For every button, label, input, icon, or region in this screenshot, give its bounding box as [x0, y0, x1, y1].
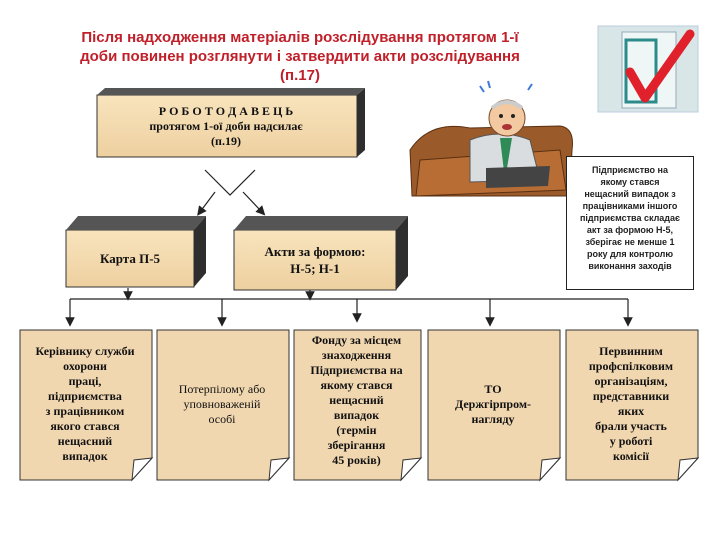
recipient-line: Підприємства на [310, 362, 403, 377]
doc-shape-1 [19, 329, 154, 482]
recipient-line: зберігання [327, 437, 386, 452]
title-line: (п.17) [280, 67, 320, 84]
note-line: Підприємство на [592, 165, 668, 175]
note-line: якому стався [600, 177, 660, 187]
recipient-line: (термін [336, 422, 377, 437]
recipient-line: яких [617, 404, 645, 418]
recipient-line: представники [592, 389, 670, 403]
karta-box: Карта П-5 [66, 230, 194, 287]
note-line: акт за формою Н-5, [586, 225, 674, 235]
bus-connectors [65, 288, 633, 327]
doc-shape-5 [565, 329, 700, 482]
recipient-line: 45 років) [332, 452, 381, 467]
karta-label: Карта П-5 [99, 250, 161, 266]
recipient-line: охорони [63, 359, 107, 373]
note-line: нещасний випадок з [584, 189, 676, 199]
recipient-line: організаціям, [594, 374, 668, 388]
note-line: зберігає не менше 1 [585, 237, 675, 247]
document-shapes [19, 329, 700, 482]
recipient-line: випадок [333, 407, 380, 422]
doc-shape-4 [427, 329, 562, 482]
recipient-line: уповноваженій [183, 396, 261, 411]
employer-label: (п.19) [211, 133, 241, 148]
note-line: підприємства складає [580, 213, 680, 223]
recipient-line: Первинним [599, 344, 663, 358]
doc-shape-3 [293, 329, 423, 482]
employer-label: Р О Б О Т О Д А В Е Ц Ь [158, 103, 294, 118]
checkmark-icon [597, 25, 699, 113]
employer-box-shape [96, 88, 365, 158]
recipient-line: комісії [612, 449, 649, 463]
tired-man-illustration [409, 80, 573, 197]
recipient-line: нещасний [57, 434, 113, 448]
recipient-line: у роботі [609, 434, 653, 448]
note-line: року для контролю [586, 249, 674, 259]
karta-box-shape [65, 216, 206, 288]
recipient-line: Фонду за місцем [311, 332, 402, 347]
akty-box-shape [233, 216, 408, 291]
akty-label: Н-5; Н-1 [290, 261, 340, 276]
title-line: доби повинен розглянути і затвердити акт… [80, 48, 520, 65]
employer-label: протягом 1-ої доби надсилає [149, 118, 303, 133]
split-arrows [197, 169, 266, 216]
recipient-line: з працівником [45, 404, 125, 418]
recipient-derzhgirpromnaglyad: ТО Держгірпром- нагляду [428, 330, 558, 478]
doc-shape-2 [156, 329, 291, 482]
title-line: Після надходження матеріалів розслідуван… [81, 29, 519, 46]
employer-box: Р О Б О Т О Д А В Е Ц Ь протягом 1-ої до… [97, 95, 355, 157]
recipient-line: праці, [68, 374, 102, 388]
note-line: працівниками іншого [582, 201, 678, 211]
recipient-line: нещасний [329, 392, 384, 407]
recipient-ohorona-pratsi: Керівнику служби охорони праці, підприєм… [20, 330, 150, 478]
recipient-line: ТО [484, 381, 502, 396]
recipient-line: профспілковим [588, 359, 674, 373]
recipient-line: Держгірпром- [454, 396, 532, 411]
recipient-poterpilyi: Потерпілому або уповноваженій особі [157, 330, 287, 478]
recipient-line: якому стався [320, 377, 393, 392]
recipient-line: брали участь [595, 419, 667, 433]
recipient-line: підприємства [48, 389, 122, 403]
recipient-line: Потерпілому або [178, 381, 266, 396]
note-box: Підприємство на якому стався нещасний ви… [566, 156, 694, 290]
recipient-line: нагляду [471, 411, 515, 426]
note-line: виконання заходів [588, 261, 672, 271]
recipient-line: якого стався [50, 419, 120, 433]
recipient-profspilky: Первинним профспілковим організаціям, пр… [566, 330, 696, 478]
recipient-line: Керівнику служби [35, 344, 135, 358]
page-title: Після надходження матеріалів розслідуван… [40, 28, 560, 85]
recipient-line: знаходження [321, 347, 392, 362]
akty-label: Акти за формою: [264, 244, 366, 259]
recipient-fond: Фонду за місцем знаходження Підприємства… [294, 326, 419, 474]
recipient-line: випадок [62, 449, 108, 463]
akty-box: Акти за формою: Н-5; Н-1 [234, 230, 396, 290]
recipient-line: особі [208, 411, 236, 426]
